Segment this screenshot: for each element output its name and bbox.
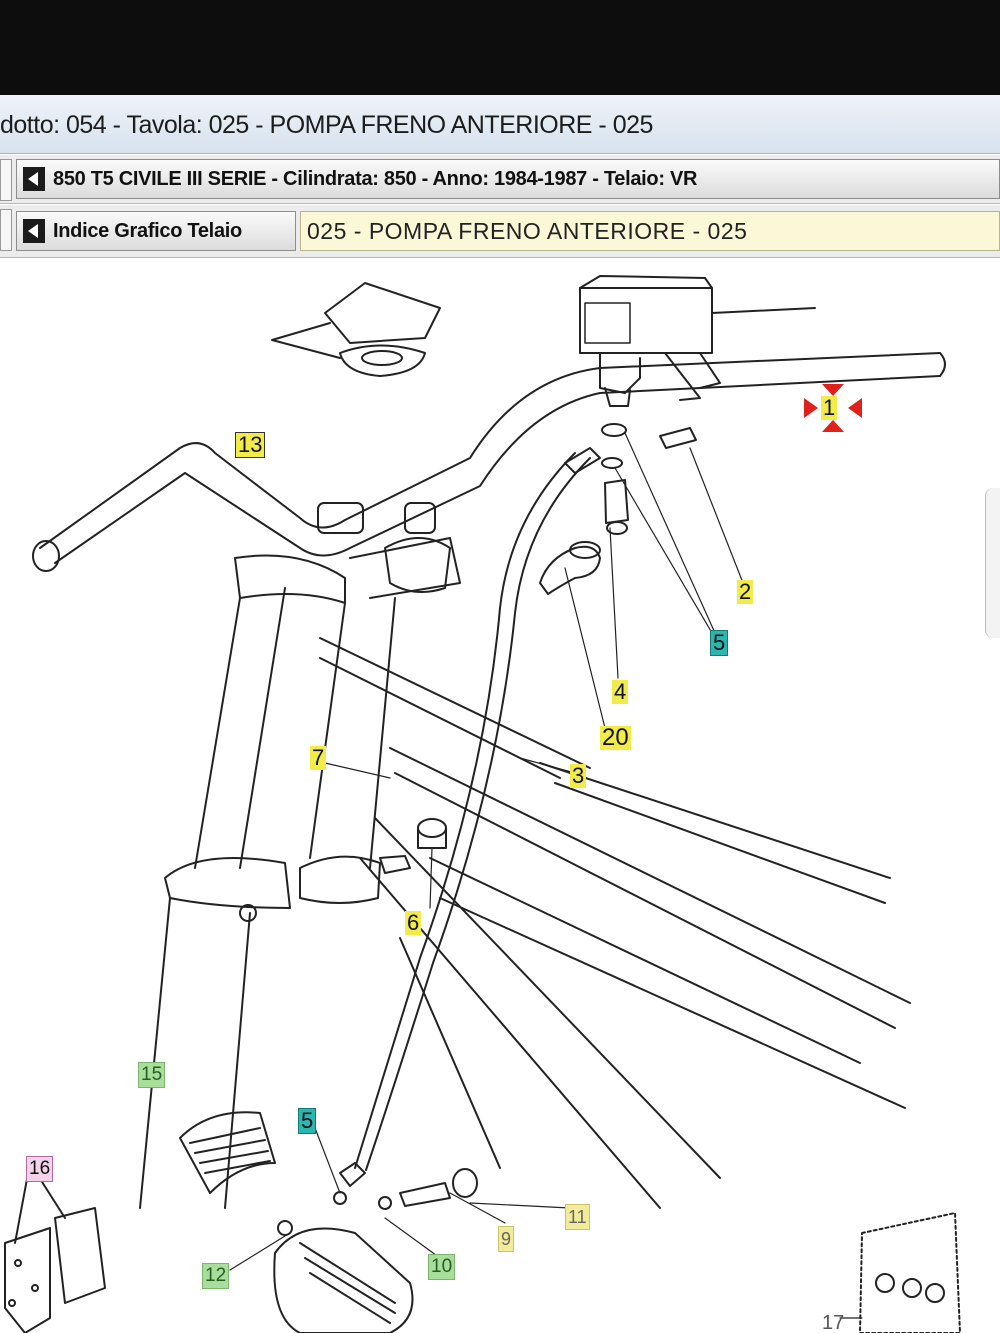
back-arrow-icon [23,167,45,191]
part-callout-17[interactable]: 17 [822,1312,845,1333]
window-title: dotto: 054 - Tavola: 025 - POMPA FRENO A… [0,111,653,139]
part-callout-16[interactable]: 16 [26,1156,54,1182]
nav-stub [0,209,12,251]
title-bar: dotto: 054 - Tavola: 025 - POMPA FRENO A… [0,95,1000,154]
parts-drawing [4,275,961,1333]
model-button-label: 850 T5 CIVILE III SERIE - Cilindrata: 85… [53,167,698,190]
banjo-hardware [539,423,697,595]
brake-hose [354,447,601,1171]
part-callout-5-top[interactable]: 5 [710,630,729,656]
monitor-bezel [0,0,1000,100]
part-callout-1[interactable]: 1 [821,395,838,420]
part-callout-20[interactable]: 20 [600,724,631,751]
banjo-kit [859,1212,961,1333]
leader-lines [229,432,863,1319]
reservoir-cap [271,282,441,377]
part-callout-6[interactable]: 6 [405,910,422,935]
brake-pads [4,1162,106,1333]
pad-shield [179,1111,276,1194]
part-callout-3[interactable]: 3 [570,763,587,788]
index-back-button[interactable]: Indice Grafico Telaio [16,211,296,251]
handlebar [32,352,946,572]
frame-tubes [319,637,911,1209]
index-button-label: Indice Grafico Telaio [53,219,242,242]
back-arrow-icon [23,219,45,243]
current-table-field: 025 - POMPA FRENO ANTERIORE - 025 [300,211,1000,251]
selected-part-marker[interactable] [800,378,866,438]
side-scroll-handle[interactable] [985,488,1000,638]
part-callout-9[interactable]: 9 [498,1226,515,1252]
application-window: dotto: 054 - Tavola: 025 - POMPA FRENO A… [0,95,1000,1333]
part-callout-7[interactable]: 7 [310,745,327,770]
brake-caliper [273,1162,478,1333]
index-nav-row: Indice Grafico Telaio 025 - POMPA FRENO … [0,205,1000,258]
exploded-parts-diagram: 1 2 3 4 5 5 6 7 8 9 10 11 12 13 15 16 17… [0,258,1000,1333]
master-cylinder [579,275,816,407]
part-callout-5-bottom[interactable]: 5 [298,1108,317,1134]
part-callout-2[interactable]: 2 [737,579,754,604]
hose-clamp [379,818,447,874]
part-callout-4[interactable]: 4 [612,679,629,704]
part-callout-12[interactable]: 12 [202,1263,230,1289]
nav-stub [0,159,12,201]
model-nav-row: 850 T5 CIVILE III SERIE - Cilindrata: 85… [0,155,1000,204]
part-callout-11[interactable]: 11 [565,1204,590,1230]
part-callout-15[interactable]: 15 [138,1062,166,1088]
fork-assembly [139,502,461,1209]
part-callout-10[interactable]: 10 [428,1254,456,1280]
model-back-button[interactable]: 850 T5 CIVILE III SERIE - Cilindrata: 85… [16,159,1000,199]
red-target-icon [804,384,862,432]
part-callout-13[interactable]: 13 [235,432,266,458]
